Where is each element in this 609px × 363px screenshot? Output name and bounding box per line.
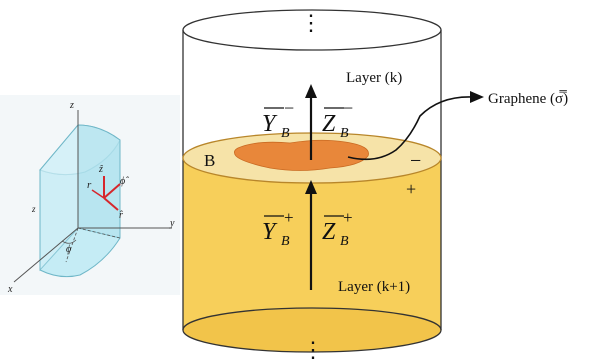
interface-point-b-label: B — [204, 151, 215, 170]
svg-text:+: + — [284, 208, 294, 227]
svg-text:Z: Z — [322, 219, 336, 245]
inset-r-hat-label: r̂ — [119, 210, 123, 221]
inset-side-z-label: z — [31, 204, 36, 214]
svg-text:B: B — [340, 126, 349, 141]
inset-z-hat-label: ẑ — [98, 164, 103, 175]
interface-plus-sign: + — [406, 179, 416, 199]
inset-r-label: r — [87, 179, 92, 191]
svg-text:B: B — [281, 126, 290, 141]
graphene-callout-arrowhead — [470, 91, 484, 103]
svg-text:B: B — [340, 234, 349, 249]
inset-phi-line — [65, 227, 79, 263]
inset-phi-hat-label: ϕ̂ — [120, 176, 129, 187]
lower-arrow — [305, 180, 317, 290]
y-b-plus-label: Y B + — [262, 208, 294, 249]
inset-axis-x-label: x — [7, 284, 13, 295]
inset-phi-label: ϕ — [66, 244, 71, 255]
inset-axis-z-label: z — [69, 100, 74, 111]
graphene-callout: Graphene (σ̿) — [347, 91, 568, 161]
cylindrical-coordinates-inset: z y x z ϕ r ẑ ϕ̂ r̂ — [0, 95, 180, 295]
cylinder-top-rim — [182, 9, 442, 51]
inset-phi-arc — [61, 239, 77, 244]
bottom-ellipsis: ⋮ — [302, 337, 324, 362]
z-b-minus-label: Z B − — [322, 98, 353, 141]
interface-minus-sign: − — [410, 150, 421, 172]
graphene-sheet — [234, 139, 369, 171]
r-hat-vector — [103, 197, 119, 211]
y-b-minus-label: Y B − — [262, 98, 294, 141]
upper-arrow — [305, 84, 317, 160]
svg-text:Z: Z — [322, 111, 336, 137]
layer-k-label: Layer (k) — [346, 70, 402, 86]
z-b-plus-label: Z B + — [322, 208, 353, 249]
layer-k-plus-1-label: Layer (k+1) — [338, 279, 410, 295]
graphene-callout-arrow — [347, 96, 473, 161]
svg-text:B: B — [281, 234, 290, 249]
graphene-label: Graphene (σ̿) — [488, 91, 568, 107]
r-radial-line — [91, 189, 105, 199]
inset-radius-dashed — [77, 227, 121, 239]
inset-cylinder-flat-face — [77, 124, 121, 239]
svg-text:Y: Y — [262, 111, 278, 137]
main-cylinder: ⋮ B − + Y B − — [182, 9, 442, 362]
svg-text:Y: Y — [262, 219, 278, 245]
svg-text:−: − — [284, 98, 294, 118]
inset-x-axis — [13, 227, 79, 283]
top-ellipsis: ⋮ — [300, 10, 322, 35]
phi-hat-vector — [103, 183, 121, 199]
svg-text:−: − — [343, 98, 353, 118]
svg-text:+: + — [343, 208, 353, 227]
inset-unit-vectors — [91, 176, 121, 211]
inset-axis-y-label: y — [169, 218, 175, 229]
